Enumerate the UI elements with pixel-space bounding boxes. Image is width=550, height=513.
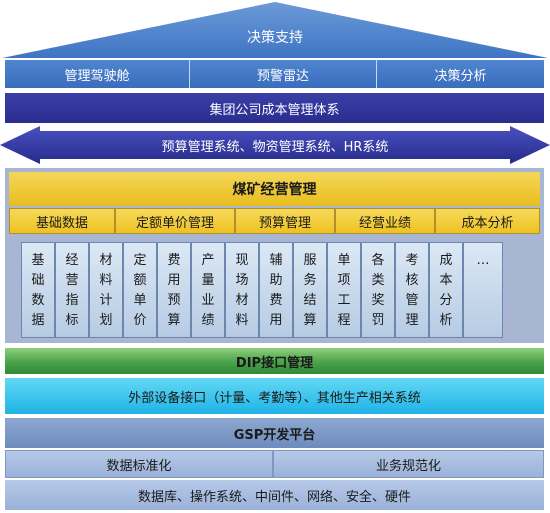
- module-performance: 经营业绩: [335, 208, 435, 234]
- roof-item-warning-radar: 预警雷达: [190, 60, 377, 88]
- function-quota-price: 定额单价: [123, 242, 157, 338]
- roof-triangle: [2, 2, 548, 58]
- function-material-plan: 材料计划: [89, 242, 123, 338]
- function-single-project: 单项工程: [327, 242, 361, 338]
- roof-item-decision-analysis: 决策分析: [377, 60, 544, 88]
- function-business-indicators: 经营指标: [55, 242, 89, 338]
- coal-mine-management-title: 煤矿经营管理: [9, 172, 540, 206]
- function-rewards-penalties: 各类奖罚: [361, 242, 395, 338]
- function-output-performance: 产量业绩: [191, 242, 225, 338]
- module-basic-data: 基础数据: [9, 208, 115, 234]
- gsp-platform-title: GSP开发平台: [5, 418, 544, 448]
- module-quota-price: 定额单价管理: [115, 208, 235, 234]
- gsp-data-standardization: 数据标准化: [5, 450, 273, 478]
- function-auxiliary-expenses: 辅助费用: [259, 242, 293, 338]
- function-site-materials: 现场材料: [225, 242, 259, 338]
- function-expense-budget: 费用预算: [157, 242, 191, 338]
- function-basic-data: 基础数据: [21, 242, 55, 338]
- module-budget: 预算管理: [235, 208, 335, 234]
- integration-systems-label: 预算管理系统、物资管理系统、HR系统: [161, 139, 389, 155]
- function-service-settlement: 服务结算: [293, 242, 327, 338]
- infrastructure-band: 数据库、操作系统、中间件、网络、安全、硬件: [5, 480, 544, 510]
- gsp-business-standardization: 业务规范化: [273, 450, 544, 478]
- decision-support-title: 决策支持: [247, 30, 303, 46]
- integration-double-arrow: [0, 126, 550, 164]
- group-cost-system-band: 集团公司成本管理体系: [5, 93, 544, 123]
- roof-item-cockpit: 管理驾驶舱: [5, 60, 190, 88]
- function-cost-analysis: 成本分析: [429, 242, 463, 338]
- dip-interface-band: DIP接口管理: [5, 348, 544, 374]
- module-cost-analysis: 成本分析: [435, 208, 540, 234]
- function-assessment: 考核管理: [395, 242, 429, 338]
- external-interfaces-band: 外部设备接口（计量、考勤等）、其他生产相关系统: [5, 378, 544, 414]
- function-more: …: [463, 242, 503, 338]
